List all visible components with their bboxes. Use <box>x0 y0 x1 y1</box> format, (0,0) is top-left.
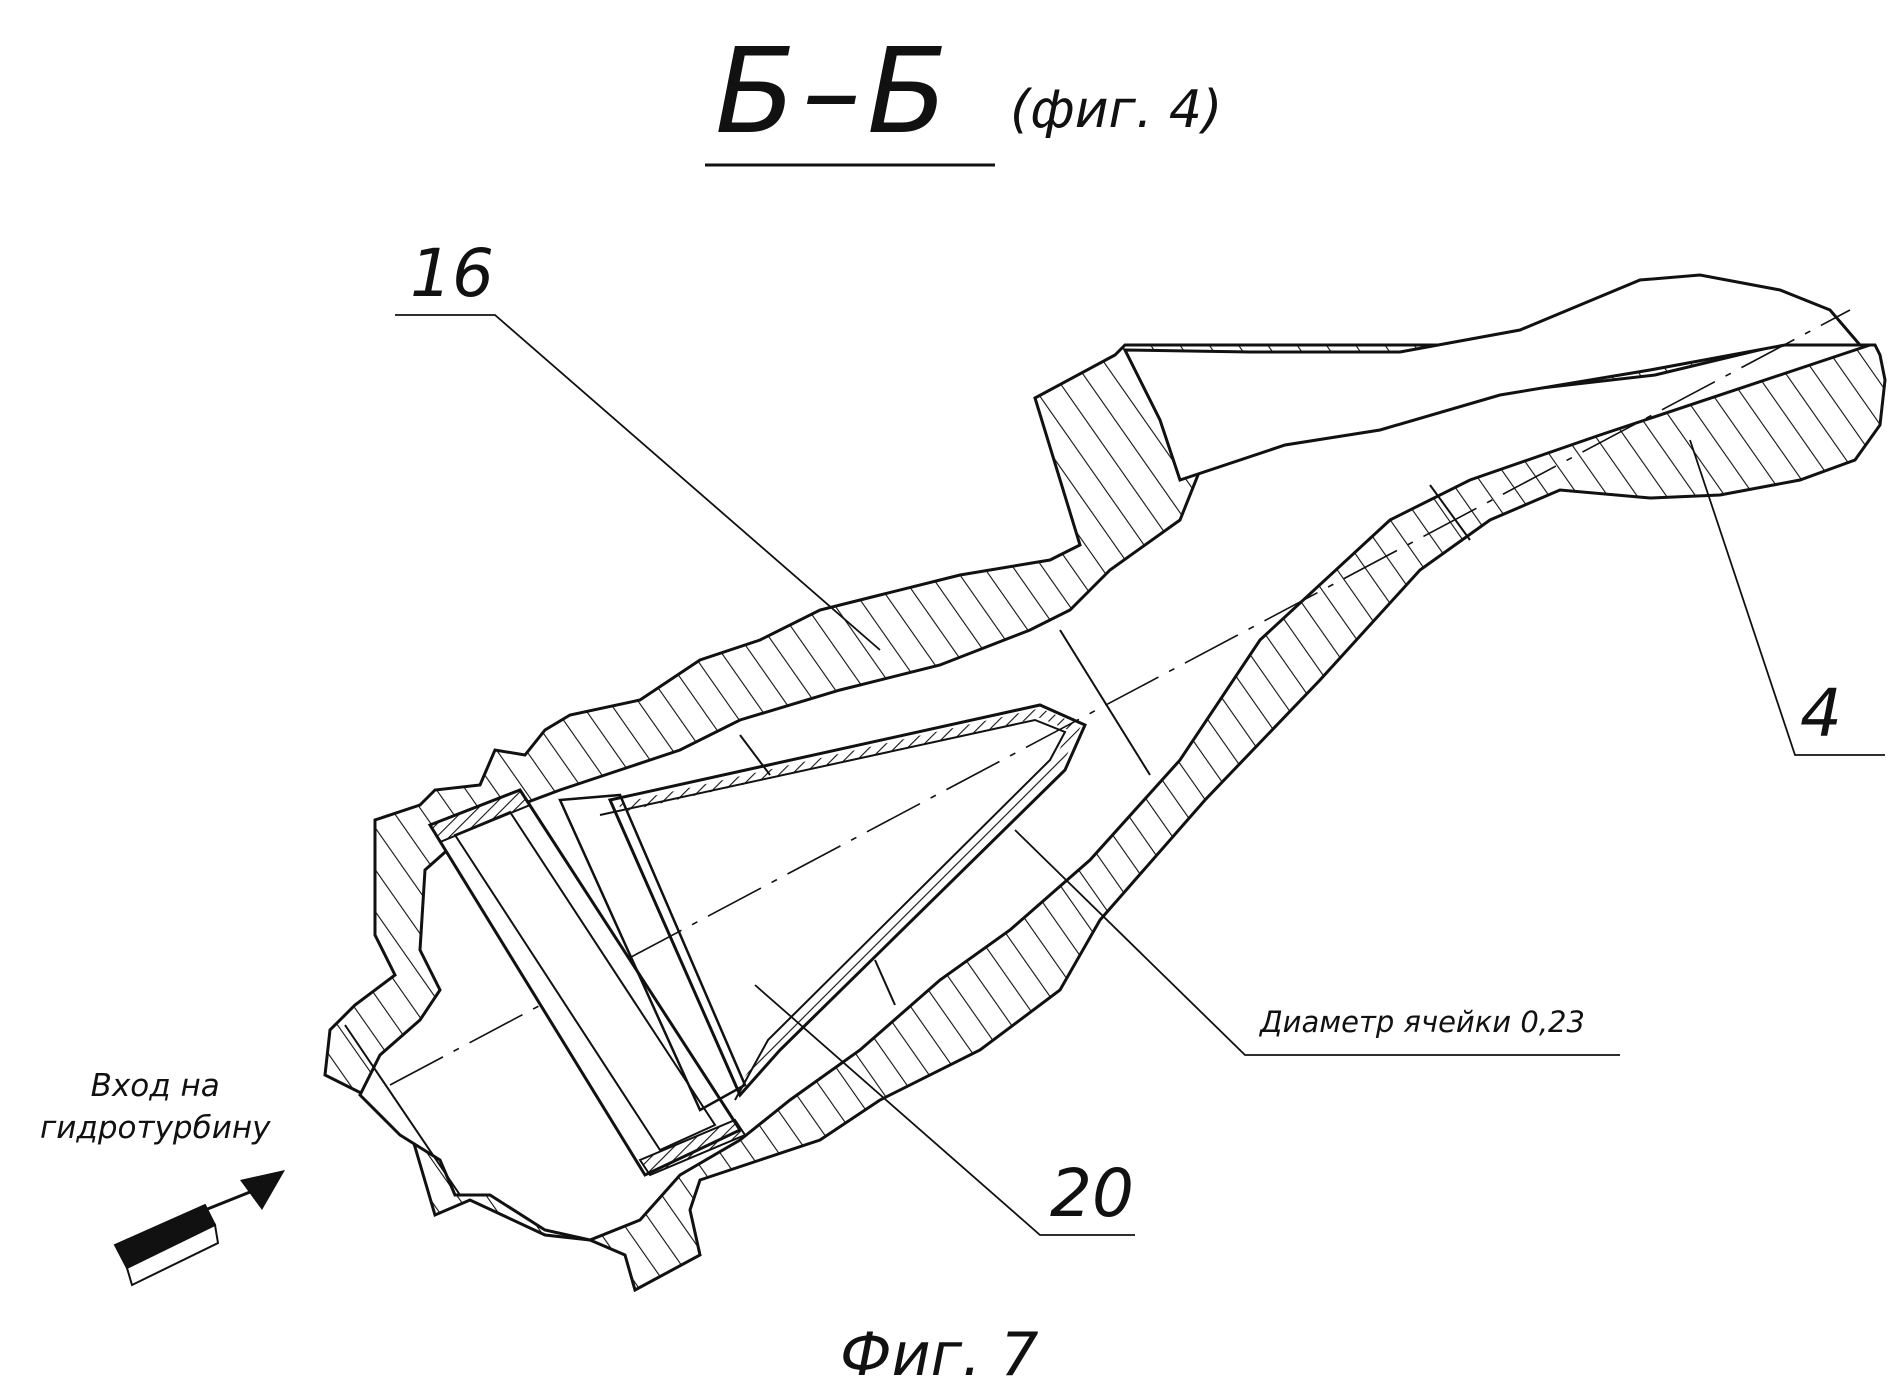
axis-line <box>389 309 1851 1086</box>
inlet-label-line-1: Вход на <box>90 1068 220 1104</box>
filter-holder <box>558 793 747 1112</box>
leader-20 <box>754 984 1135 1236</box>
inlet-label-line-2: гидротурбину <box>40 1110 271 1146</box>
filter-ring-gasket-bottom <box>638 1118 747 1177</box>
mesh-diameter-note: Диаметр ячейки 0,23 <box>1260 1005 1585 1039</box>
callout-16: 16 <box>410 235 494 312</box>
leader-16 <box>395 314 881 651</box>
leader-mesh <box>1014 829 1620 1056</box>
flow-arrow-tail <box>125 1223 220 1287</box>
outlet-flange <box>1122 273 1864 482</box>
channel-section-line-3 <box>739 734 771 776</box>
callout-20: 20 <box>1050 1155 1134 1232</box>
filter-cone-outer <box>607 703 1087 1098</box>
flow-arrowhead-icon <box>240 1170 285 1210</box>
figure-caption: Фиг. 7 <box>840 1320 1039 1390</box>
channel-section-line-4 <box>874 959 896 1006</box>
section-title: Б–Б <box>715 22 954 160</box>
channel-section-line-2 <box>1059 629 1151 776</box>
inlet-pipe-line <box>344 1024 461 1196</box>
flow-arrow-shaft <box>204 1186 261 1212</box>
callout-4: 4 <box>1800 675 1842 752</box>
filter-cone-inner <box>599 718 1067 1101</box>
filter-cone-wall <box>619 708 1082 1083</box>
filter-ring-gasket-top <box>428 788 532 844</box>
section-reference: (фиг. 4) <box>1010 80 1223 140</box>
inlet-label: Вход на гидротурбину <box>40 1065 270 1149</box>
channel-section-line-1 <box>1429 484 1471 541</box>
leader-4 <box>1689 439 1885 756</box>
